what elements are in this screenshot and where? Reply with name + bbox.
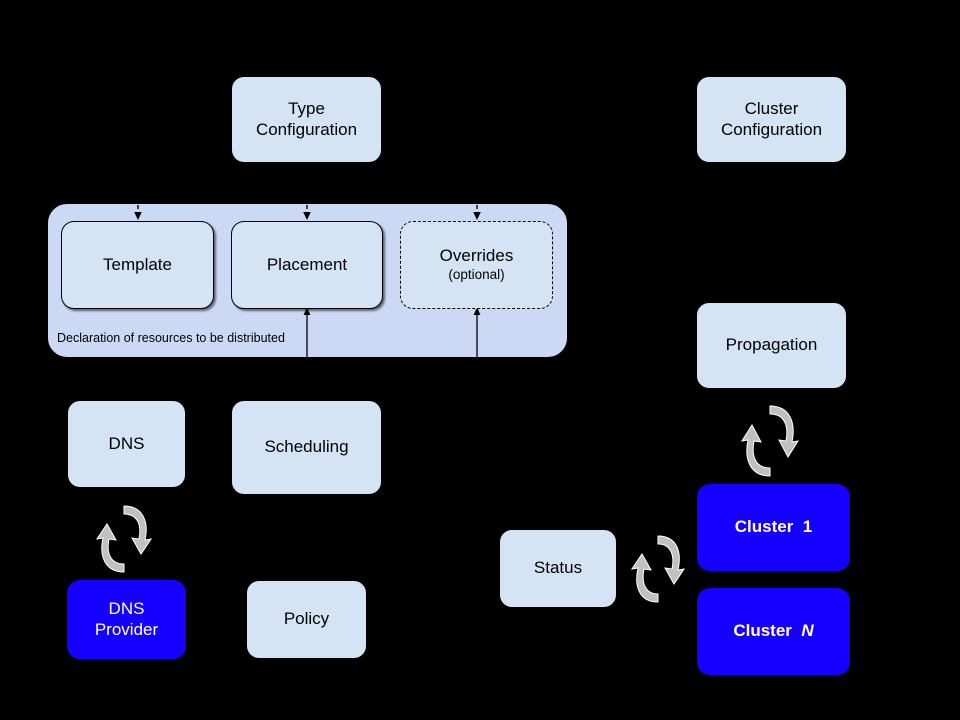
sync-arrows-icon-dns [91,500,157,578]
overrides-label-line1: Overrides [439,246,514,266]
cluster-configuration-label-line2: Configuration [720,119,823,139]
group-caption: Declaration of resources to be distribut… [57,331,285,345]
overrides-label-line2: (optional) [448,267,505,283]
dns-label: DNS [108,433,145,453]
node-status[interactable]: Status [499,529,617,608]
node-cluster-configuration[interactable]: Cluster Configuration [696,76,847,163]
node-cluster-1[interactable]: Cluster 1 [697,484,850,571]
propagation-label: Propagation [725,335,818,355]
cluster-n-label-suffix: N [801,621,814,641]
status-label: Status [533,558,583,578]
node-overrides[interactable]: Overrides (optional) [400,221,553,309]
node-cluster-n[interactable]: Cluster N [697,588,850,675]
sync-arrows-icon-propagation [737,399,803,483]
sync-arrows-icon-status [627,530,689,608]
policy-label: Policy [283,609,330,629]
template-label: Template [103,254,172,274]
dns-provider-label-line1: DNS [108,598,145,618]
node-type-configuration[interactable]: Type Configuration [231,76,382,163]
node-policy[interactable]: Policy [246,580,367,659]
cluster-1-label-prefix: Cluster [734,517,794,537]
dns-provider-label-line2: Provider [94,619,159,639]
node-scheduling[interactable]: Scheduling [231,400,382,495]
cluster-1-label-suffix: 1 [802,517,813,537]
placement-label: Placement [266,254,348,274]
type-configuration-label-line1: Type [288,98,325,118]
cluster-n-label-prefix: Cluster [733,621,792,641]
node-placement[interactable]: Placement [231,221,383,309]
node-dns-provider[interactable]: DNS Provider [67,580,186,659]
node-dns[interactable]: DNS [67,400,186,488]
type-configuration-label-line2: Configuration [255,119,358,139]
node-propagation[interactable]: Propagation [696,302,847,389]
node-template[interactable]: Template [61,221,214,309]
scheduling-label: Scheduling [264,437,349,457]
cluster-configuration-label-line1: Cluster [744,98,799,118]
